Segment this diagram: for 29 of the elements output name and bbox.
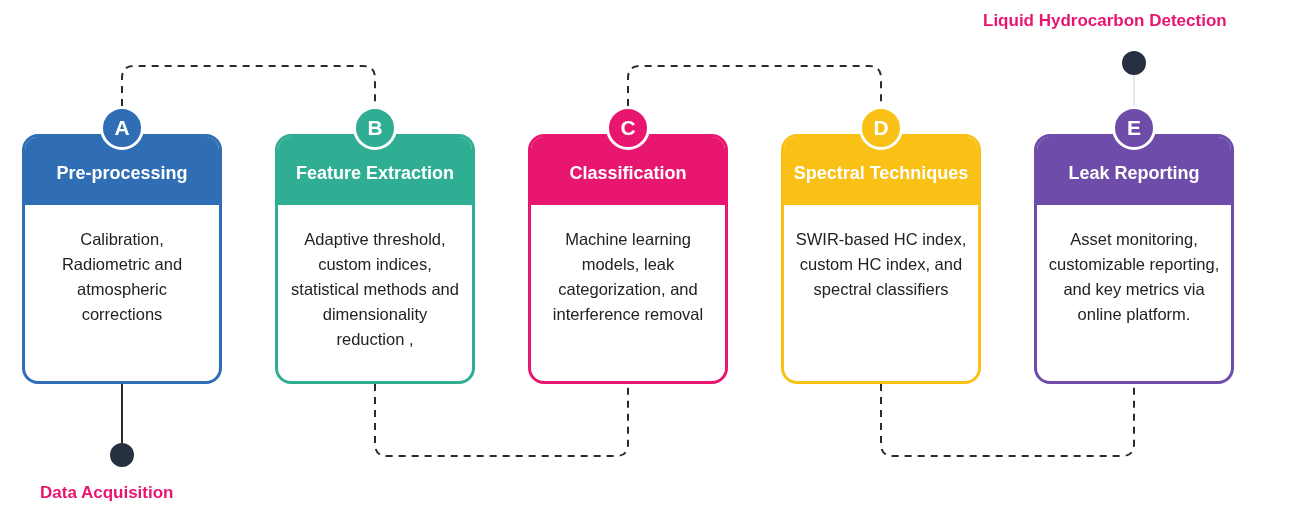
- process-card: [275, 134, 475, 384]
- dashed-connector: [121, 65, 376, 107]
- process-card: [528, 134, 728, 384]
- card-description: SWIR-based HC index, custom HC index, and spectral classifiers: [794, 229, 968, 300]
- card-description: Asset monitoring, customizable reporting, and key metrics via online platform.: [1047, 229, 1221, 325]
- card-title: Classification: [569, 162, 687, 184]
- card-title: Spectral Techniques: [793, 162, 969, 184]
- process-card: [22, 134, 222, 384]
- step-letter-circle: D: [859, 106, 903, 150]
- card-title: Leak Reporting: [1068, 162, 1200, 184]
- process-card: [1034, 134, 1234, 384]
- endpoint-dot: [1122, 51, 1146, 75]
- step-letter-circle: A: [100, 106, 144, 150]
- card-title: Pre-processing: [56, 162, 188, 184]
- dashed-connector: [374, 383, 629, 457]
- step-letter-circle: B: [353, 106, 397, 150]
- card-title: Feature Extraction: [295, 162, 454, 184]
- endpoint-label: Liquid Hydrocarbon Detection: [983, 11, 1227, 31]
- connector-line: [121, 383, 123, 444]
- endpoint-label: Data Acquisition: [40, 483, 174, 503]
- card-description: Calibration, Radiometric and atmospheric corrections: [60, 229, 184, 325]
- process-card: [781, 134, 981, 384]
- card-description: Machine learning models, leak categorization, and interference removal: [551, 229, 705, 325]
- card-description: Adaptive threshold, custom indices, statistical methods and dimensionality reduction ,: [290, 229, 460, 350]
- step-letter-circle: C: [606, 106, 650, 150]
- endpoint-dot: [110, 443, 134, 467]
- dashed-connector: [880, 383, 1135, 457]
- step-letter-circle: E: [1112, 106, 1156, 150]
- dashed-connector: [627, 65, 882, 107]
